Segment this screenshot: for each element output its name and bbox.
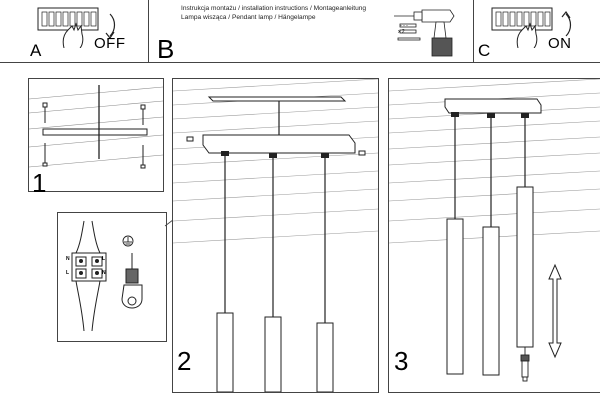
- instructions-title: Instrukcja montażu / installation instru…: [181, 5, 367, 12]
- section-c-letter: C: [478, 41, 491, 60]
- x2-label: x 2: [398, 29, 405, 35]
- off-label: OFF: [94, 35, 126, 52]
- drill-and-screws-illustration: [392, 2, 470, 60]
- step-3-panel: [388, 78, 600, 393]
- step-1-number: 1: [32, 168, 47, 198]
- wiring-label-l-left: L: [66, 270, 70, 276]
- step-2-number: 2: [177, 346, 192, 376]
- wiring-label-n-right: N: [102, 270, 106, 276]
- step-3-number: 3: [394, 346, 409, 376]
- step-1-panel: [28, 78, 164, 192]
- wiring-label-n-left: N: [66, 256, 70, 262]
- fuse-box-off-illustration: [28, 4, 133, 48]
- lamp-type-title: Lampa wisząca / Pendant lamp / Hängelamp…: [181, 14, 316, 21]
- header-divider-right: [473, 0, 474, 62]
- step-2-panel: [172, 78, 379, 393]
- section-b-letter: B: [157, 34, 175, 64]
- section-a-letter: A: [30, 41, 42, 60]
- wiring-detail-panel: [57, 212, 167, 342]
- header-bottom-rule: [0, 62, 600, 63]
- wiring-label-l-right: L: [102, 256, 106, 262]
- on-label: ON: [548, 35, 572, 52]
- header-divider-left: [148, 0, 149, 62]
- fuse-box-on-illustration: [486, 4, 591, 48]
